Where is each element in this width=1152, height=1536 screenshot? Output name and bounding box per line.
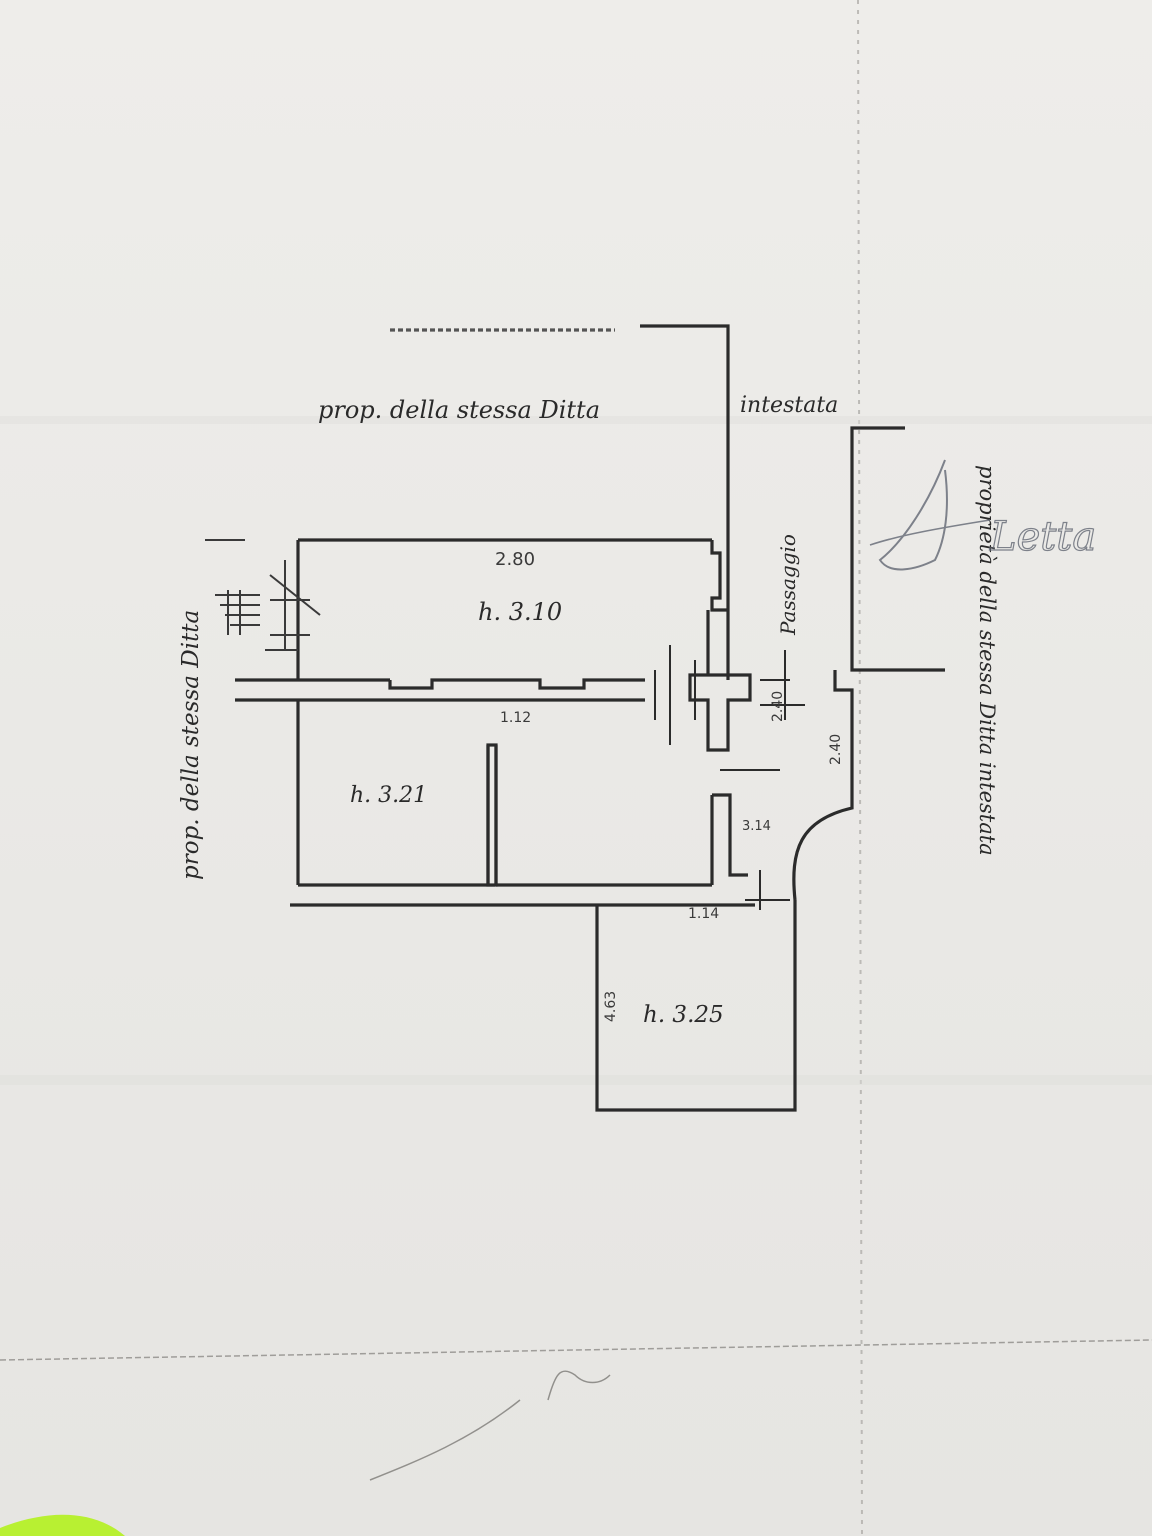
wall-dim: 3.14 bbox=[742, 819, 771, 834]
passage-dim: 2.40 bbox=[770, 691, 786, 722]
stair-detail bbox=[205, 539, 321, 651]
labels: prop. della stessa Ditta intestata prop.… bbox=[178, 393, 999, 1028]
room-bottom-height: h. 3.25 bbox=[643, 1002, 724, 1028]
signature-mark: Letta bbox=[869, 459, 1097, 571]
room-left-height: h. 3.21 bbox=[350, 783, 427, 808]
mid-dim: 1.12 bbox=[500, 710, 531, 726]
svg-text:Letta: Letta bbox=[989, 514, 1096, 560]
corridor-label: Passaggio bbox=[776, 534, 800, 636]
room-top-dim: 2.80 bbox=[495, 549, 535, 570]
room-top-height: h. 3.10 bbox=[478, 598, 562, 626]
stamp-marks bbox=[369, 1370, 611, 1481]
room-bottom-dim: 4.63 bbox=[603, 991, 619, 1022]
passage-dim-b: 2.40 bbox=[828, 734, 844, 765]
right-neighbor-label: proprietà della stessa Ditta intestata bbox=[975, 465, 999, 856]
bottom-dim: 1.14 bbox=[688, 906, 719, 922]
top-right-neighbor-label: intestata bbox=[740, 393, 838, 418]
walls bbox=[235, 324, 945, 1112]
left-neighbor-label: prop. della stessa Ditta bbox=[178, 610, 204, 880]
top-neighbor-label: prop. della stessa Ditta bbox=[318, 396, 600, 424]
highlighter-mark bbox=[0, 1514, 125, 1536]
